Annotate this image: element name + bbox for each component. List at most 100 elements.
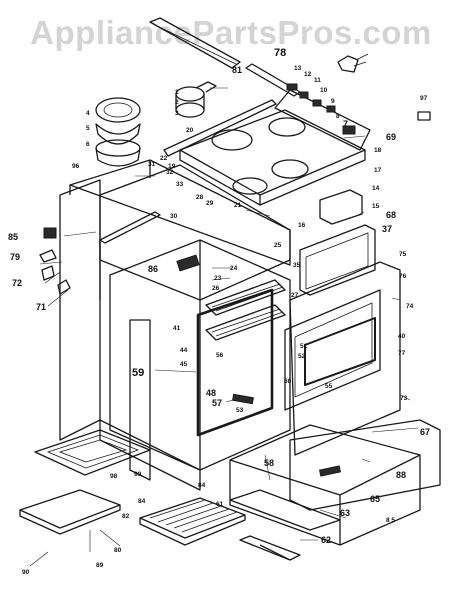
oven-gasket — [196, 288, 274, 437]
drip-bowl — [95, 139, 141, 157]
callout-8-5: 8 5 — [386, 517, 395, 524]
callout-52: 52 — [298, 353, 306, 360]
callout-73: 73 — [400, 395, 408, 402]
callout-12: 12 — [304, 71, 312, 78]
control-module — [319, 189, 363, 225]
callout-84: 84 — [138, 498, 146, 505]
callout-22: 22 — [160, 155, 168, 162]
cooktop-group — [95, 17, 431, 206]
drawer-front — [289, 419, 441, 511]
callout-31: 31 — [148, 161, 156, 168]
callout-18: 18 — [374, 147, 382, 154]
callout-85: 85 — [8, 232, 18, 242]
callout-9: 9 — [331, 98, 335, 105]
callout-6: 6 — [86, 141, 90, 148]
drip-pan — [95, 123, 141, 145]
control-panel — [274, 89, 371, 151]
drawer-rail-2 — [259, 544, 291, 561]
callout-10: 10 — [320, 87, 328, 94]
callout-33: 33 — [176, 181, 184, 188]
callout-96: 96 — [72, 163, 80, 170]
oven-door-frame — [284, 289, 381, 411]
callout-60: 60 — [284, 378, 292, 385]
callout-67: 67 — [420, 427, 430, 437]
callout-69: 69 — [386, 132, 396, 142]
main-cabinet — [99, 164, 291, 301]
callout-35: 35 — [293, 262, 301, 269]
callout-15: 15 — [372, 203, 380, 210]
callout-58: 58 — [264, 458, 274, 468]
callout-1: 1 — [175, 89, 179, 96]
callout-75: 75 — [399, 251, 407, 258]
callout-74: 74 — [406, 303, 414, 310]
drawer-liner — [229, 489, 341, 531]
callout-48: 48 — [206, 388, 216, 398]
callout-30: 30 — [170, 213, 178, 220]
callout-13: 13 — [294, 65, 302, 72]
kick-panel — [99, 419, 201, 491]
callout-68: 68 — [386, 210, 396, 220]
callout-90: 90 — [22, 569, 30, 576]
callout-59: 59 — [132, 367, 144, 379]
small-coil — [175, 86, 205, 102]
callout-56: 56 — [216, 352, 224, 359]
small-part-97 — [417, 111, 431, 121]
control-knob-5 — [342, 125, 356, 135]
oven-rack-upper — [205, 279, 286, 316]
burner-3 — [271, 159, 309, 179]
callout-51: 51 — [300, 343, 308, 350]
callout-65: 65 — [370, 494, 380, 504]
broiler-group — [19, 429, 246, 546]
callout-5: 5 — [86, 125, 90, 132]
callout-62: 62 — [321, 535, 331, 545]
callout-81: 81 — [232, 65, 242, 75]
callout-25: 25 — [274, 242, 282, 249]
callout-79: 79 — [10, 252, 20, 262]
callout-77: 77 — [398, 350, 406, 357]
callout-21: 21 — [234, 202, 242, 209]
callout-72: 72 — [12, 278, 22, 288]
oven-rack-lower — [205, 304, 286, 341]
thermostat-85 — [176, 254, 200, 272]
control-knob-1 — [286, 83, 298, 91]
burner-2 — [268, 117, 306, 137]
callout-19: 19 — [168, 163, 176, 170]
callout-2: 2 — [175, 99, 179, 106]
callout-97: 97 — [420, 95, 428, 102]
callout-26: 26 — [212, 285, 220, 292]
control-knob-4 — [326, 105, 336, 113]
callout-16: 16 — [298, 222, 306, 229]
callout-76: 76 — [399, 273, 407, 280]
callout-98: 98 — [110, 473, 118, 480]
broiler-element — [34, 429, 151, 476]
control-knob-3 — [312, 99, 322, 107]
callout-86: 86 — [148, 264, 158, 274]
callout-17: 17 — [374, 167, 382, 174]
insulation-frame — [99, 211, 161, 244]
callout-28: 28 — [196, 194, 204, 201]
callout-37: 37 — [382, 224, 392, 234]
callout-84b: 84 — [198, 482, 206, 489]
callout-61: 61 — [216, 501, 224, 508]
top-trim-strip — [149, 17, 241, 69]
leader-lines — [29, 87, 419, 567]
burner-1 — [211, 129, 253, 151]
drawer-handle — [319, 465, 341, 477]
callout-71: 71 — [36, 302, 46, 312]
storage-drawer — [229, 424, 421, 546]
callout-55: 55 — [325, 383, 333, 390]
callout-44: 44 — [180, 347, 188, 354]
drawer-rail — [239, 535, 301, 561]
callout-24: 24 — [230, 265, 238, 272]
callout-80: 80 — [114, 547, 122, 554]
callout-7: 7 — [343, 119, 348, 129]
wire-clip — [39, 249, 57, 263]
callout-63: 63 — [340, 508, 350, 518]
ring-part — [41, 265, 55, 281]
callout-57: 57 — [212, 398, 222, 408]
callout-40: 40 — [398, 333, 406, 340]
control-knob-2 — [299, 91, 309, 99]
coil-element — [95, 97, 141, 123]
glass-panel — [299, 224, 376, 296]
